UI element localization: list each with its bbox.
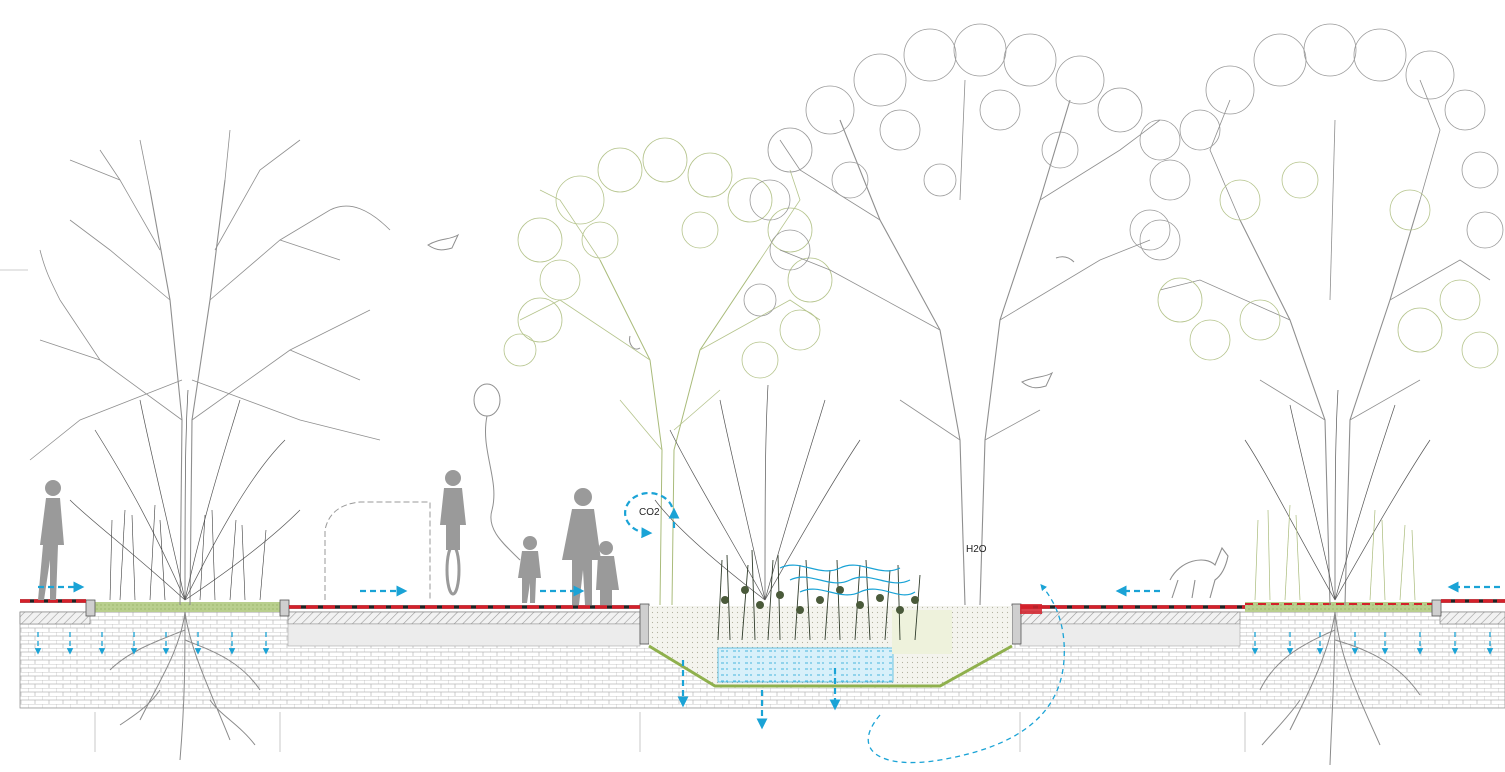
- grass-cluster-right: [1254, 504, 1416, 601]
- dog-icon: [1169, 546, 1229, 599]
- large-tree-right: [1139, 23, 1504, 606]
- h2o-label: H2O: [966, 544, 987, 555]
- grass-cluster-left: [109, 504, 267, 601]
- bare-tree-left: [29, 129, 391, 606]
- grass-strip-left: [95, 602, 280, 612]
- section-grid-lines: [0, 269, 1246, 752]
- tree-roots-right: [1259, 611, 1421, 766]
- co2-cycle-icon: [624, 491, 680, 539]
- shrub-fan-center: [654, 384, 861, 601]
- shrub-fan-right: [1244, 389, 1431, 601]
- reed-foliage: [721, 586, 919, 614]
- h2o-wave-icon: [779, 564, 916, 596]
- shrub-fan-left: [69, 389, 301, 601]
- curb: [279, 599, 290, 617]
- bird-icon: [427, 233, 1075, 389]
- grass-strip-right: [1245, 602, 1435, 612]
- pavement-sub-layer-right: [1019, 623, 1241, 647]
- pavement-far-left-layer: [19, 611, 91, 625]
- pedestrian-icon: [38, 480, 64, 600]
- pavement-base-layer: [287, 611, 641, 625]
- balloon-icon: [473, 383, 521, 561]
- retention-water: [717, 647, 894, 683]
- curb: [1431, 599, 1442, 617]
- car-outline-icon: [324, 501, 431, 600]
- bioswale: [648, 606, 1013, 688]
- curb: [1011, 603, 1022, 645]
- tall-gray-tree: [743, 23, 1181, 606]
- tree-roots-left: [109, 611, 261, 761]
- green-tree-center: [503, 137, 833, 606]
- curb: [639, 603, 650, 645]
- cyclist-icon: [440, 470, 466, 596]
- reed-cluster: [717, 549, 921, 641]
- pavement-sub-layer: [287, 623, 641, 647]
- curb: [85, 599, 96, 617]
- water-flow-arrow-icon: [34, 581, 1500, 764]
- family-icon: [518, 488, 619, 605]
- swale-substrate: [892, 610, 952, 654]
- pavement-base-layer-right: [1019, 611, 1241, 625]
- pavement-surface: [20, 599, 1505, 614]
- pavement-far-right-layer: [1439, 611, 1505, 625]
- co2-label: CO2: [639, 507, 660, 518]
- ground-section: [0, 269, 1505, 752]
